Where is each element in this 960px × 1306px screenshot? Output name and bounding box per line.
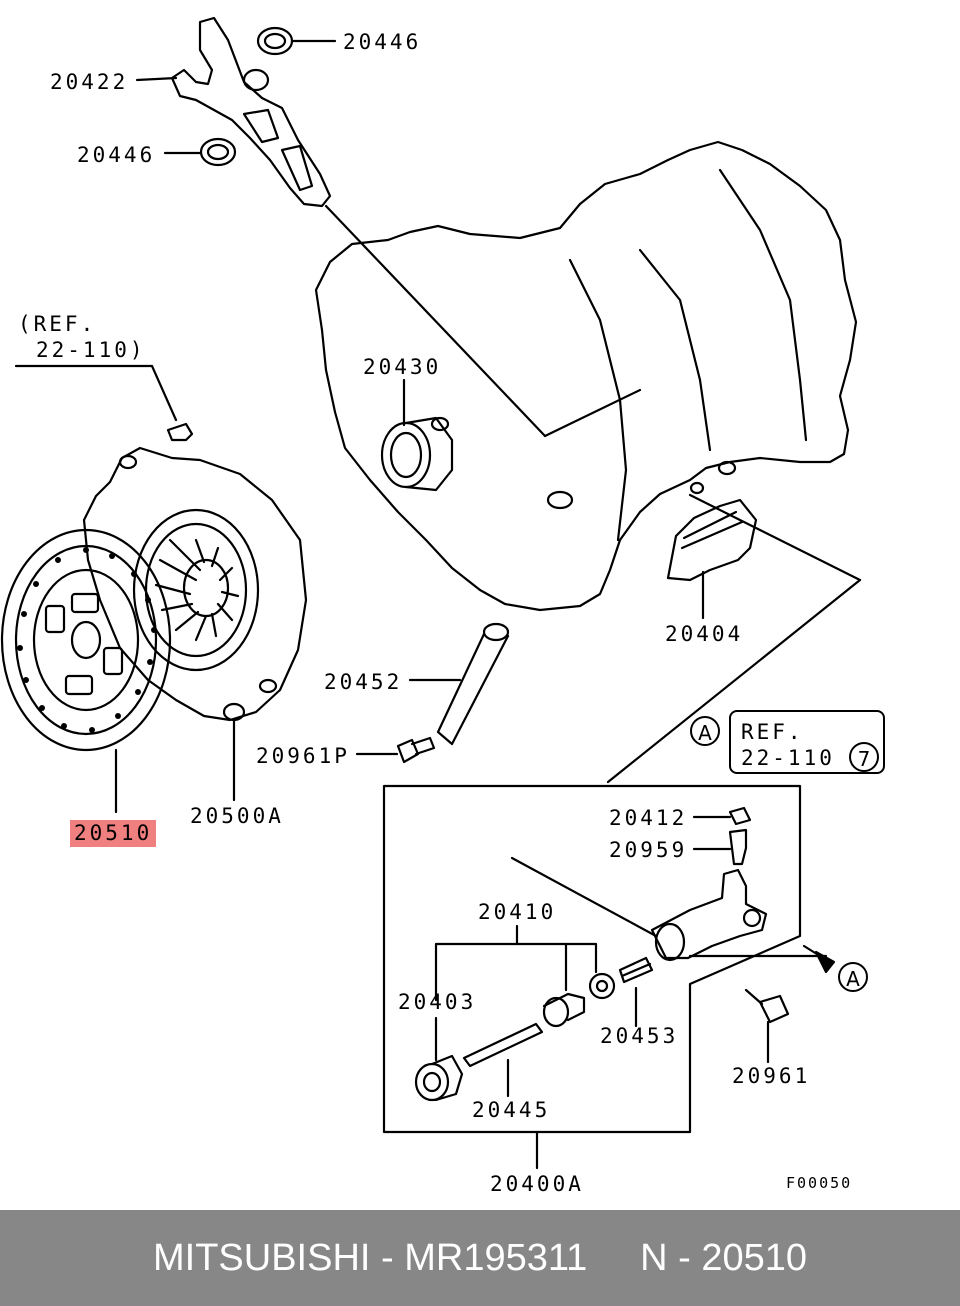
release-fork-drawing — [170, 16, 332, 208]
diagram-code: F00050 — [786, 1174, 853, 1192]
release-cylinder-drawing — [650, 868, 768, 962]
callout-20510-highlighted: 20510 — [70, 820, 157, 847]
callout-20446-top: 20446 — [343, 30, 422, 54]
footer-gap — [587, 1237, 640, 1280]
callout-20961P: 20961P — [256, 744, 350, 768]
clutch-disc-holes — [17, 547, 157, 733]
ref-box: REF. 22-110 7 — [729, 710, 885, 774]
pin-20452-drawing — [436, 622, 510, 746]
ref-box-circled-number: 7 — [849, 742, 879, 772]
callout-20410: 20410 — [478, 900, 557, 924]
ref-note-left-line2: 22-110) — [36, 338, 146, 362]
marker-a-top: A — [690, 716, 720, 746]
callout-20961: 20961 — [732, 1064, 811, 1088]
part-footer: MITSUBISHI - MR195311 N - 20510 — [0, 1210, 960, 1306]
exploded-parts-diagram — [0, 16, 862, 1170]
footer-part-number: MR195311 — [404, 1236, 588, 1279]
seal-drawing — [588, 972, 616, 1000]
boot-washer-bottom-drawing — [199, 137, 237, 167]
boot-washer-top-drawing — [256, 26, 294, 56]
footer-diagram-number: N - 20510 — [640, 1236, 808, 1279]
bolt-20961-drawing — [744, 988, 790, 1024]
bleeder-cap-drawing — [728, 806, 752, 826]
callout-20452: 20452 — [324, 670, 403, 694]
clutch-disc-drawing — [0, 528, 172, 752]
pilot-bushing-drawing — [166, 422, 194, 442]
cover-plate-drawing — [666, 498, 758, 582]
piston-drawing — [542, 992, 586, 1028]
ref-note-left-line1: (REF. — [18, 312, 97, 336]
callout-20404: 20404 — [665, 622, 744, 646]
transmission-housing-drawing — [314, 140, 858, 612]
callout-20500A: 20500A — [190, 804, 284, 828]
bleeder-screw-drawing — [728, 828, 748, 866]
callout-20446-bottom: 20446 — [77, 143, 156, 167]
push-rod-drawing — [462, 1022, 544, 1068]
marker-a-right: A — [838, 962, 868, 992]
spring-drawing — [618, 956, 654, 984]
ref-box-line1: REF. — [741, 720, 804, 744]
callout-20959: 20959 — [609, 838, 688, 862]
footer-sep: - — [370, 1236, 405, 1279]
bolt-20961P-drawing — [396, 736, 436, 764]
boot-20403-drawing — [414, 1054, 464, 1102]
callout-20412: 20412 — [609, 806, 688, 830]
footer-brand: MITSUBISHI — [152, 1236, 371, 1279]
callout-20430: 20430 — [363, 355, 442, 379]
callout-20453: 20453 — [600, 1024, 679, 1048]
callout-20422: 20422 — [50, 70, 129, 94]
callout-20403: 20403 — [398, 990, 477, 1014]
release-bearing-drawing — [380, 416, 454, 492]
ref-box-line2: 22-110 — [741, 746, 835, 770]
callout-20400A: 20400A — [490, 1172, 584, 1196]
arrow-to-a — [814, 950, 836, 974]
callout-20445: 20445 — [472, 1098, 551, 1122]
